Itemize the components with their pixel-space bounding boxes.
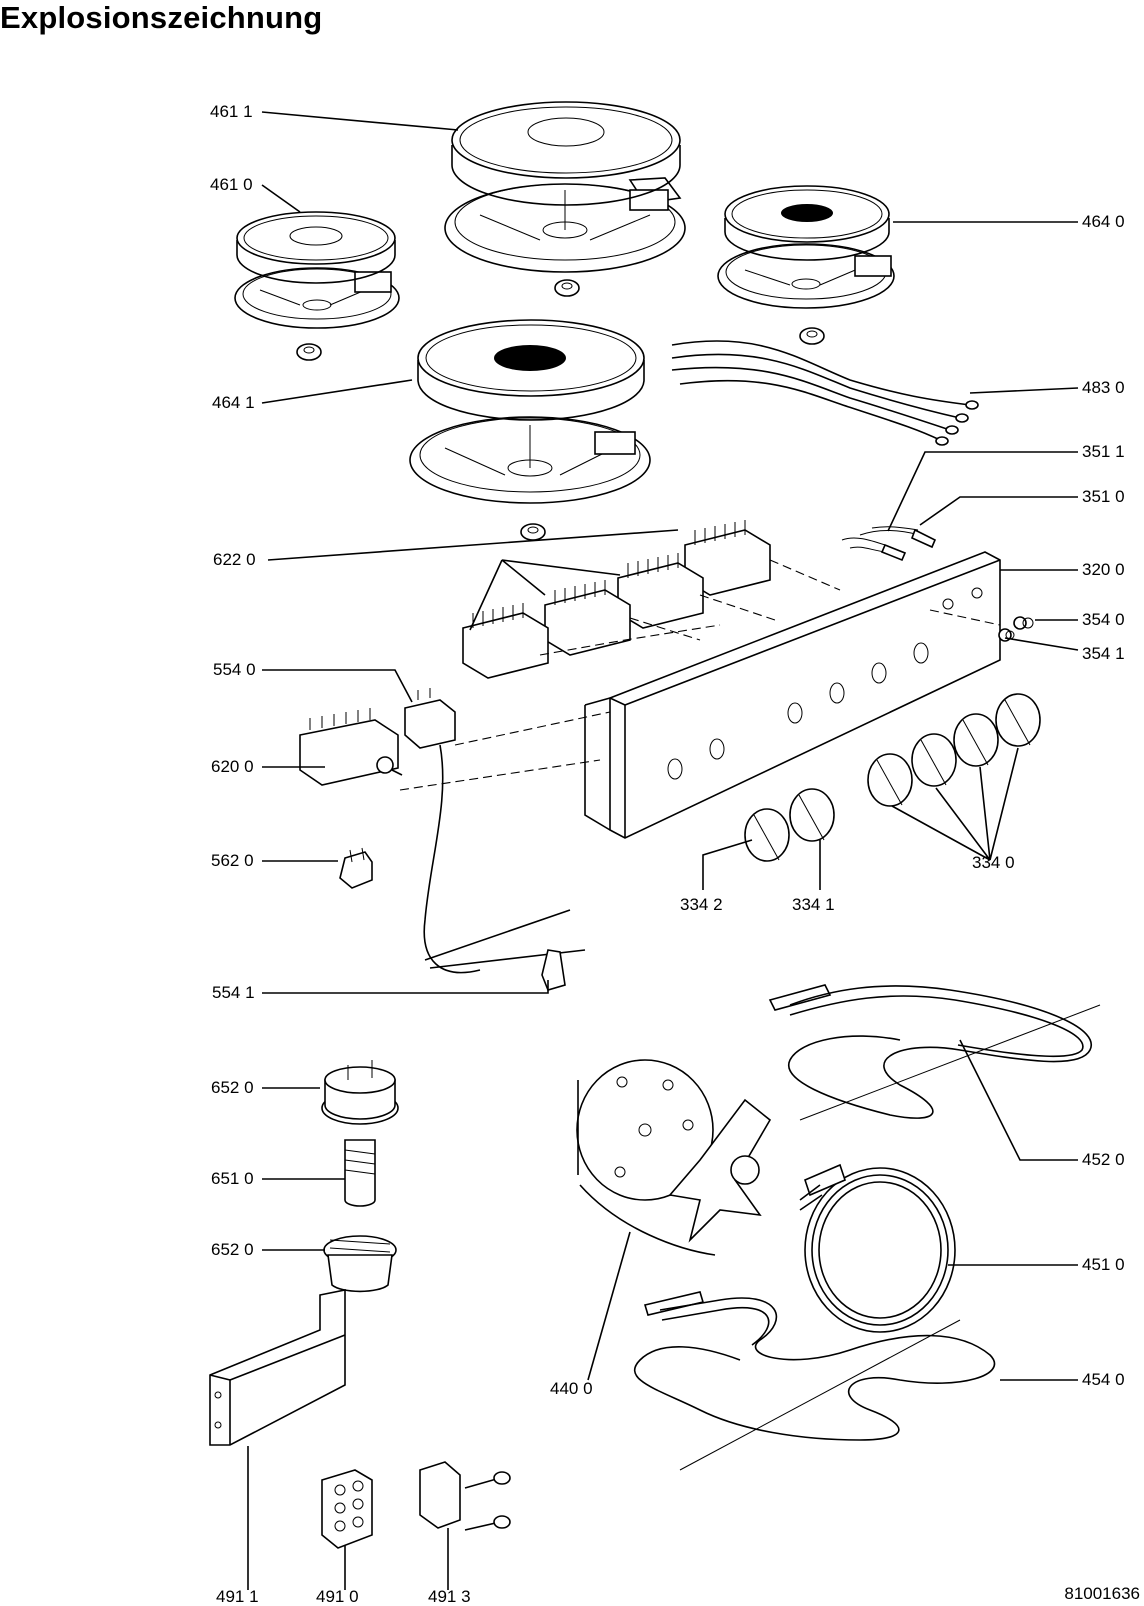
part-label-652-0-holder: 652 0 xyxy=(211,1078,254,1097)
part-label-652-0-ring: 652 0 xyxy=(211,1240,254,1259)
grill-element-452-0 xyxy=(768,984,1101,1121)
leader-lines xyxy=(247,111,1079,1590)
wiring-harness-483-0 xyxy=(671,340,979,446)
part-label-440-0: 440 0 xyxy=(550,1379,593,1398)
part-label-554-0: 554 0 xyxy=(213,660,256,679)
bottom-element-454-0 xyxy=(633,1291,996,1471)
part-label-483-0: 483 0 xyxy=(1082,378,1125,397)
control-knobs-334 xyxy=(744,693,1041,862)
part-label-622-0: 622 0 xyxy=(213,550,256,569)
part-label-452-0: 452 0 xyxy=(1082,1150,1125,1169)
part-label-620-0: 620 0 xyxy=(211,757,254,776)
part-label-651-0: 651 0 xyxy=(211,1169,254,1188)
clamp-491-3 xyxy=(419,1461,511,1531)
ring-element-451-0 xyxy=(799,1163,956,1333)
clip-562-0 xyxy=(339,847,373,889)
alignment-lines xyxy=(399,559,1001,791)
part-label-334-2: 334 2 xyxy=(680,895,723,914)
hotplate-461-1 xyxy=(444,101,686,297)
part-label-562-0: 562 0 xyxy=(211,851,254,870)
part-label-320-0: 320 0 xyxy=(1082,560,1125,579)
terminal-block-491-0 xyxy=(321,1469,373,1549)
part-label-351-1: 351 1 xyxy=(1082,442,1125,461)
rotary-switches-622-0 xyxy=(462,520,771,679)
part-label-491-3: 491 3 xyxy=(428,1587,471,1606)
part-label-491-1: 491 1 xyxy=(216,1587,259,1606)
screws-354 xyxy=(998,616,1034,642)
part-label-461-0: 461 0 xyxy=(210,175,253,194)
part-label-351-0: 351 0 xyxy=(1082,487,1125,506)
part-label-354-1: 354 1 xyxy=(1082,644,1125,663)
selector-switch-620-0 xyxy=(299,708,403,786)
part-label-461-1: 461 1 xyxy=(210,102,253,121)
part-label-464-0: 464 0 xyxy=(1082,212,1125,231)
part-label-334-1: 334 1 xyxy=(792,895,835,914)
part-label-464-1: 464 1 xyxy=(212,393,255,412)
part-label-491-0: 491 0 xyxy=(316,1587,359,1606)
fan-440-0 xyxy=(576,1059,772,1256)
page-title: Explosionszeichnung xyxy=(0,0,323,35)
hotplate-464-0 xyxy=(717,185,895,345)
hotplate-461-0 xyxy=(234,211,400,361)
part-label-334-0: 334 0 xyxy=(972,853,1015,872)
part-label-451-0: 451 0 xyxy=(1082,1255,1125,1274)
bracket-491-1 xyxy=(209,1289,346,1446)
part-label-454-0: 454 0 xyxy=(1082,1370,1125,1389)
control-panel-320-0 xyxy=(584,551,1001,839)
indicator-lamps-351 xyxy=(841,526,937,562)
thermostat-554 xyxy=(404,688,586,991)
part-label-554-1: 554 1 xyxy=(212,983,255,1002)
document-number: 81001636 xyxy=(1064,1584,1140,1603)
part-label-354-0: 354 0 xyxy=(1082,610,1125,629)
oven-lamp-652-651 xyxy=(321,1060,399,1293)
hotplate-464-1 xyxy=(409,319,651,541)
